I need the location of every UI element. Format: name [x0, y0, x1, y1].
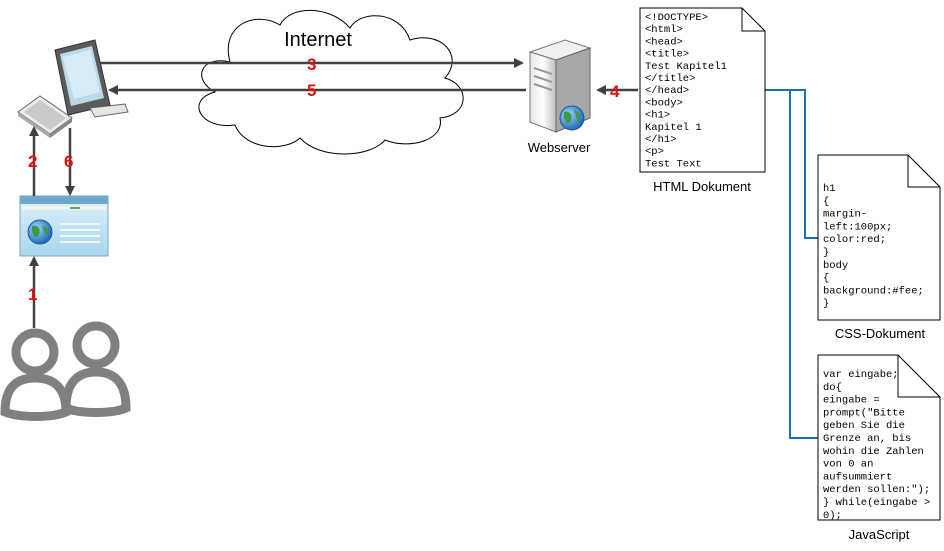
code-line: <!DOCTYPE> [645, 12, 708, 24]
code-line: <body> [645, 97, 683, 109]
document-connectors [765, 89, 818, 439]
js-document: var eingabe;do{ eingabe =prompt("Bittege… [817, 354, 941, 522]
css-document: h1{ margin-left:100px;color:red;}body{ b… [817, 154, 941, 321]
code-line: } while(eingabe > [823, 497, 930, 509]
code-line: } [823, 298, 829, 310]
code-line: 0); [823, 510, 842, 522]
code-line: </head> [645, 85, 689, 97]
css-document-label: CSS-Dokument [835, 326, 926, 341]
html-document-label: HTML Dokument [653, 179, 751, 194]
code-line: Test Kapitel1 [645, 61, 727, 73]
step-3: 3 [307, 55, 316, 74]
code-line: eingabe = [823, 395, 880, 407]
code-line: background:#fee; [823, 285, 924, 297]
css-code: h1{ margin-left:100px;color:red;}body{ b… [823, 183, 924, 310]
code-line: geben Sie die [823, 420, 905, 432]
step-2: 2 [28, 152, 37, 171]
code-line: </h1> [645, 134, 677, 146]
code-line: aufsummiert [823, 471, 892, 483]
code-line: Kapitel 1 [645, 122, 702, 134]
step-4: 4 [610, 82, 620, 101]
js-code: var eingabe;do{ eingabe =prompt("Bittege… [823, 369, 930, 522]
code-line: body [823, 260, 848, 272]
browser-window-icon [19, 195, 109, 257]
internet-label: Internet [284, 29, 352, 51]
code-line: <h1> [645, 110, 670, 122]
step-6: 6 [64, 152, 73, 171]
code-line: color:red; [823, 234, 886, 246]
code-line: do{ [823, 382, 842, 394]
code-line: werden sollen:"); [823, 484, 930, 496]
arrows [29, 58, 638, 328]
code-line: margin- [823, 209, 867, 221]
users-icon [0, 321, 131, 421]
code-line: var eingabe; [823, 369, 899, 381]
code-line: left:100px; [823, 221, 892, 233]
step-5: 5 [307, 81, 316, 100]
code-line: } [823, 247, 829, 259]
html-code: <!DOCTYPE><html> <head> <title> Test Kap… [645, 12, 727, 170]
html-document: <!DOCTYPE><html> <head> <title> Test Kap… [639, 7, 766, 173]
globe-icon [559, 105, 585, 131]
code-line: { [823, 196, 829, 208]
code-line: h1 [823, 183, 836, 195]
code-line: Grenze an, bis [823, 433, 911, 445]
code-line: <title> [645, 49, 689, 61]
code-line: wohin die Zahlen [823, 446, 924, 458]
step-1: 1 [28, 285, 37, 304]
monitor-icon [54, 39, 129, 118]
webserver-label: Webserver [528, 140, 591, 155]
code-line: Test Text [645, 158, 702, 170]
code-line: <head> [645, 36, 683, 48]
code-line: </title> [645, 73, 695, 85]
javascript-label: JavaScript [849, 527, 910, 542]
code-line: prompt("Bitte [823, 407, 905, 419]
cloud-icon: Internet [198, 9, 464, 155]
code-line: <p> [645, 146, 664, 158]
code-line: von 0 an [823, 459, 873, 471]
keyboard-icon [17, 95, 73, 138]
code-line: <html> [645, 24, 683, 36]
code-line: { [823, 273, 829, 285]
